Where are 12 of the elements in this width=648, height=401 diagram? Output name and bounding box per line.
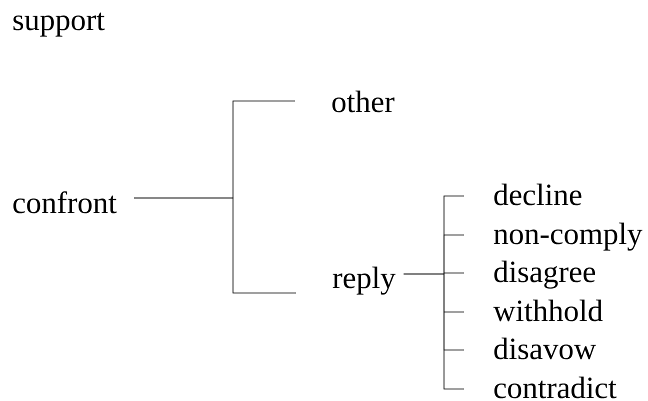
node-label: disavow (494, 338, 596, 360)
node-label: other (332, 90, 394, 112)
node-label: contradict (494, 376, 617, 398)
tree-connector (134, 198, 296, 294)
node-label: decline (494, 184, 582, 206)
node-label: non-comply (494, 222, 642, 251)
node-label: confront (13, 191, 117, 214)
tree-connector (403, 274, 464, 390)
label: support (13, 12, 105, 37)
node-label: withhold (493, 300, 603, 322)
node-label: disagree (494, 260, 596, 289)
node-label: reply (332, 266, 396, 295)
